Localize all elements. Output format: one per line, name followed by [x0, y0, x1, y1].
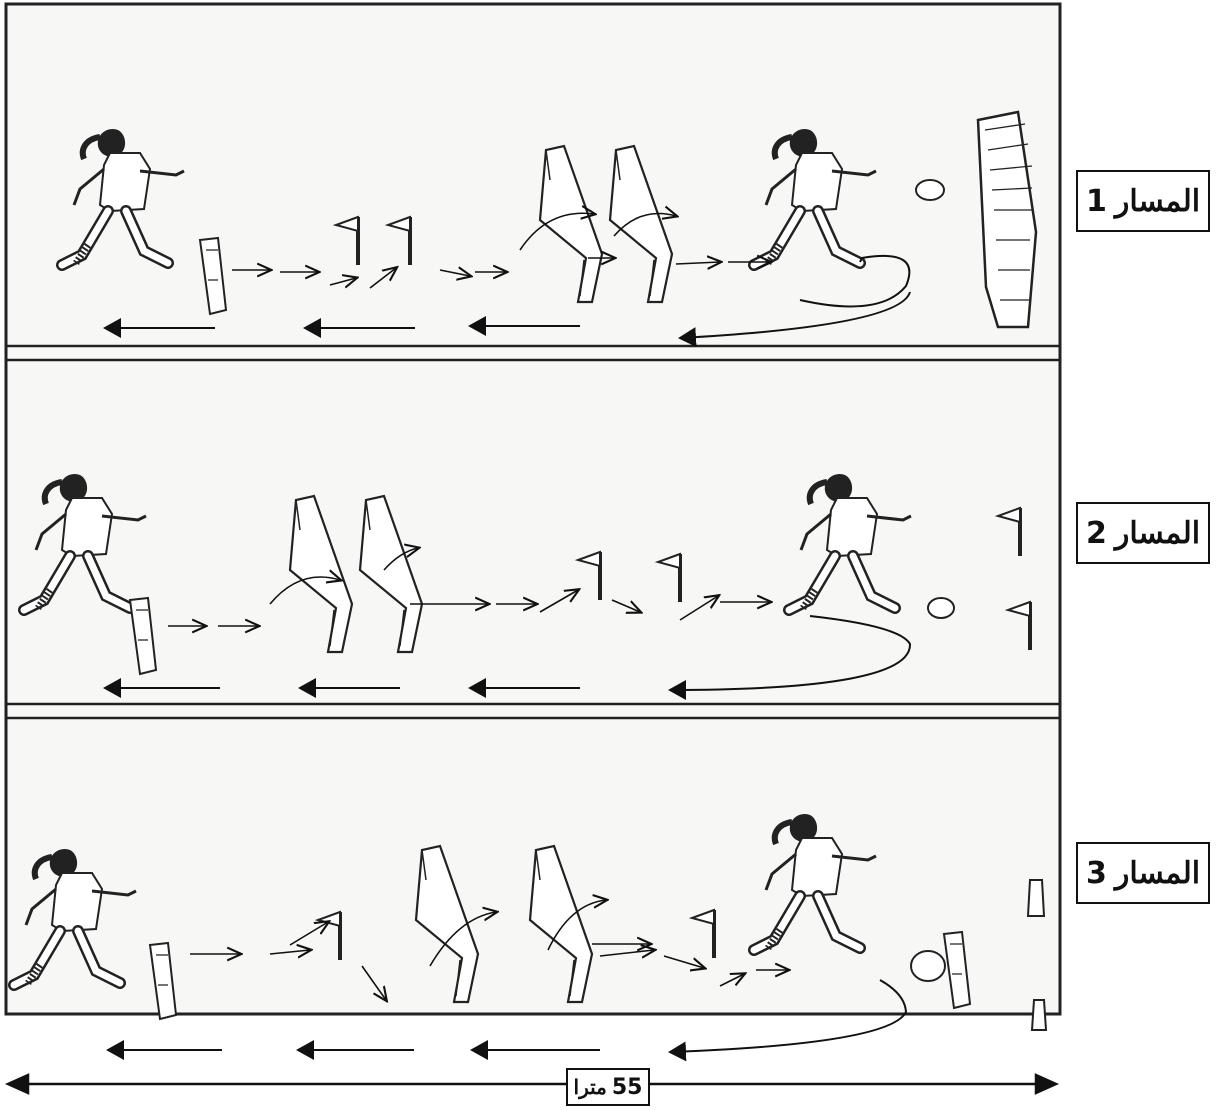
distance-dimension-line	[8, 1075, 1056, 1093]
ball-lane-1	[916, 180, 944, 200]
lane-label-1-number: 1	[1086, 184, 1107, 219]
distance-value: 55	[612, 1075, 643, 1100]
lane-label-2: المسار 2	[1076, 502, 1210, 564]
ball-lane-3	[911, 951, 945, 981]
lane-label-3-text: المسار	[1115, 856, 1200, 891]
lane-label-2-number: 2	[1086, 516, 1107, 551]
distance-unit: مترا	[574, 1075, 607, 1099]
lane-label-3: المسار 3	[1076, 842, 1210, 904]
ball-lane-2	[928, 598, 954, 618]
lane-label-3-number: 3	[1086, 856, 1107, 891]
lane-label-1-text: المسار	[1115, 184, 1200, 219]
lane-label-1: المسار 1	[1076, 170, 1210, 232]
distance-label: 55 مترا	[566, 1068, 650, 1106]
course-frame	[6, 4, 1060, 1014]
lane-label-2-text: المسار	[1115, 516, 1200, 551]
